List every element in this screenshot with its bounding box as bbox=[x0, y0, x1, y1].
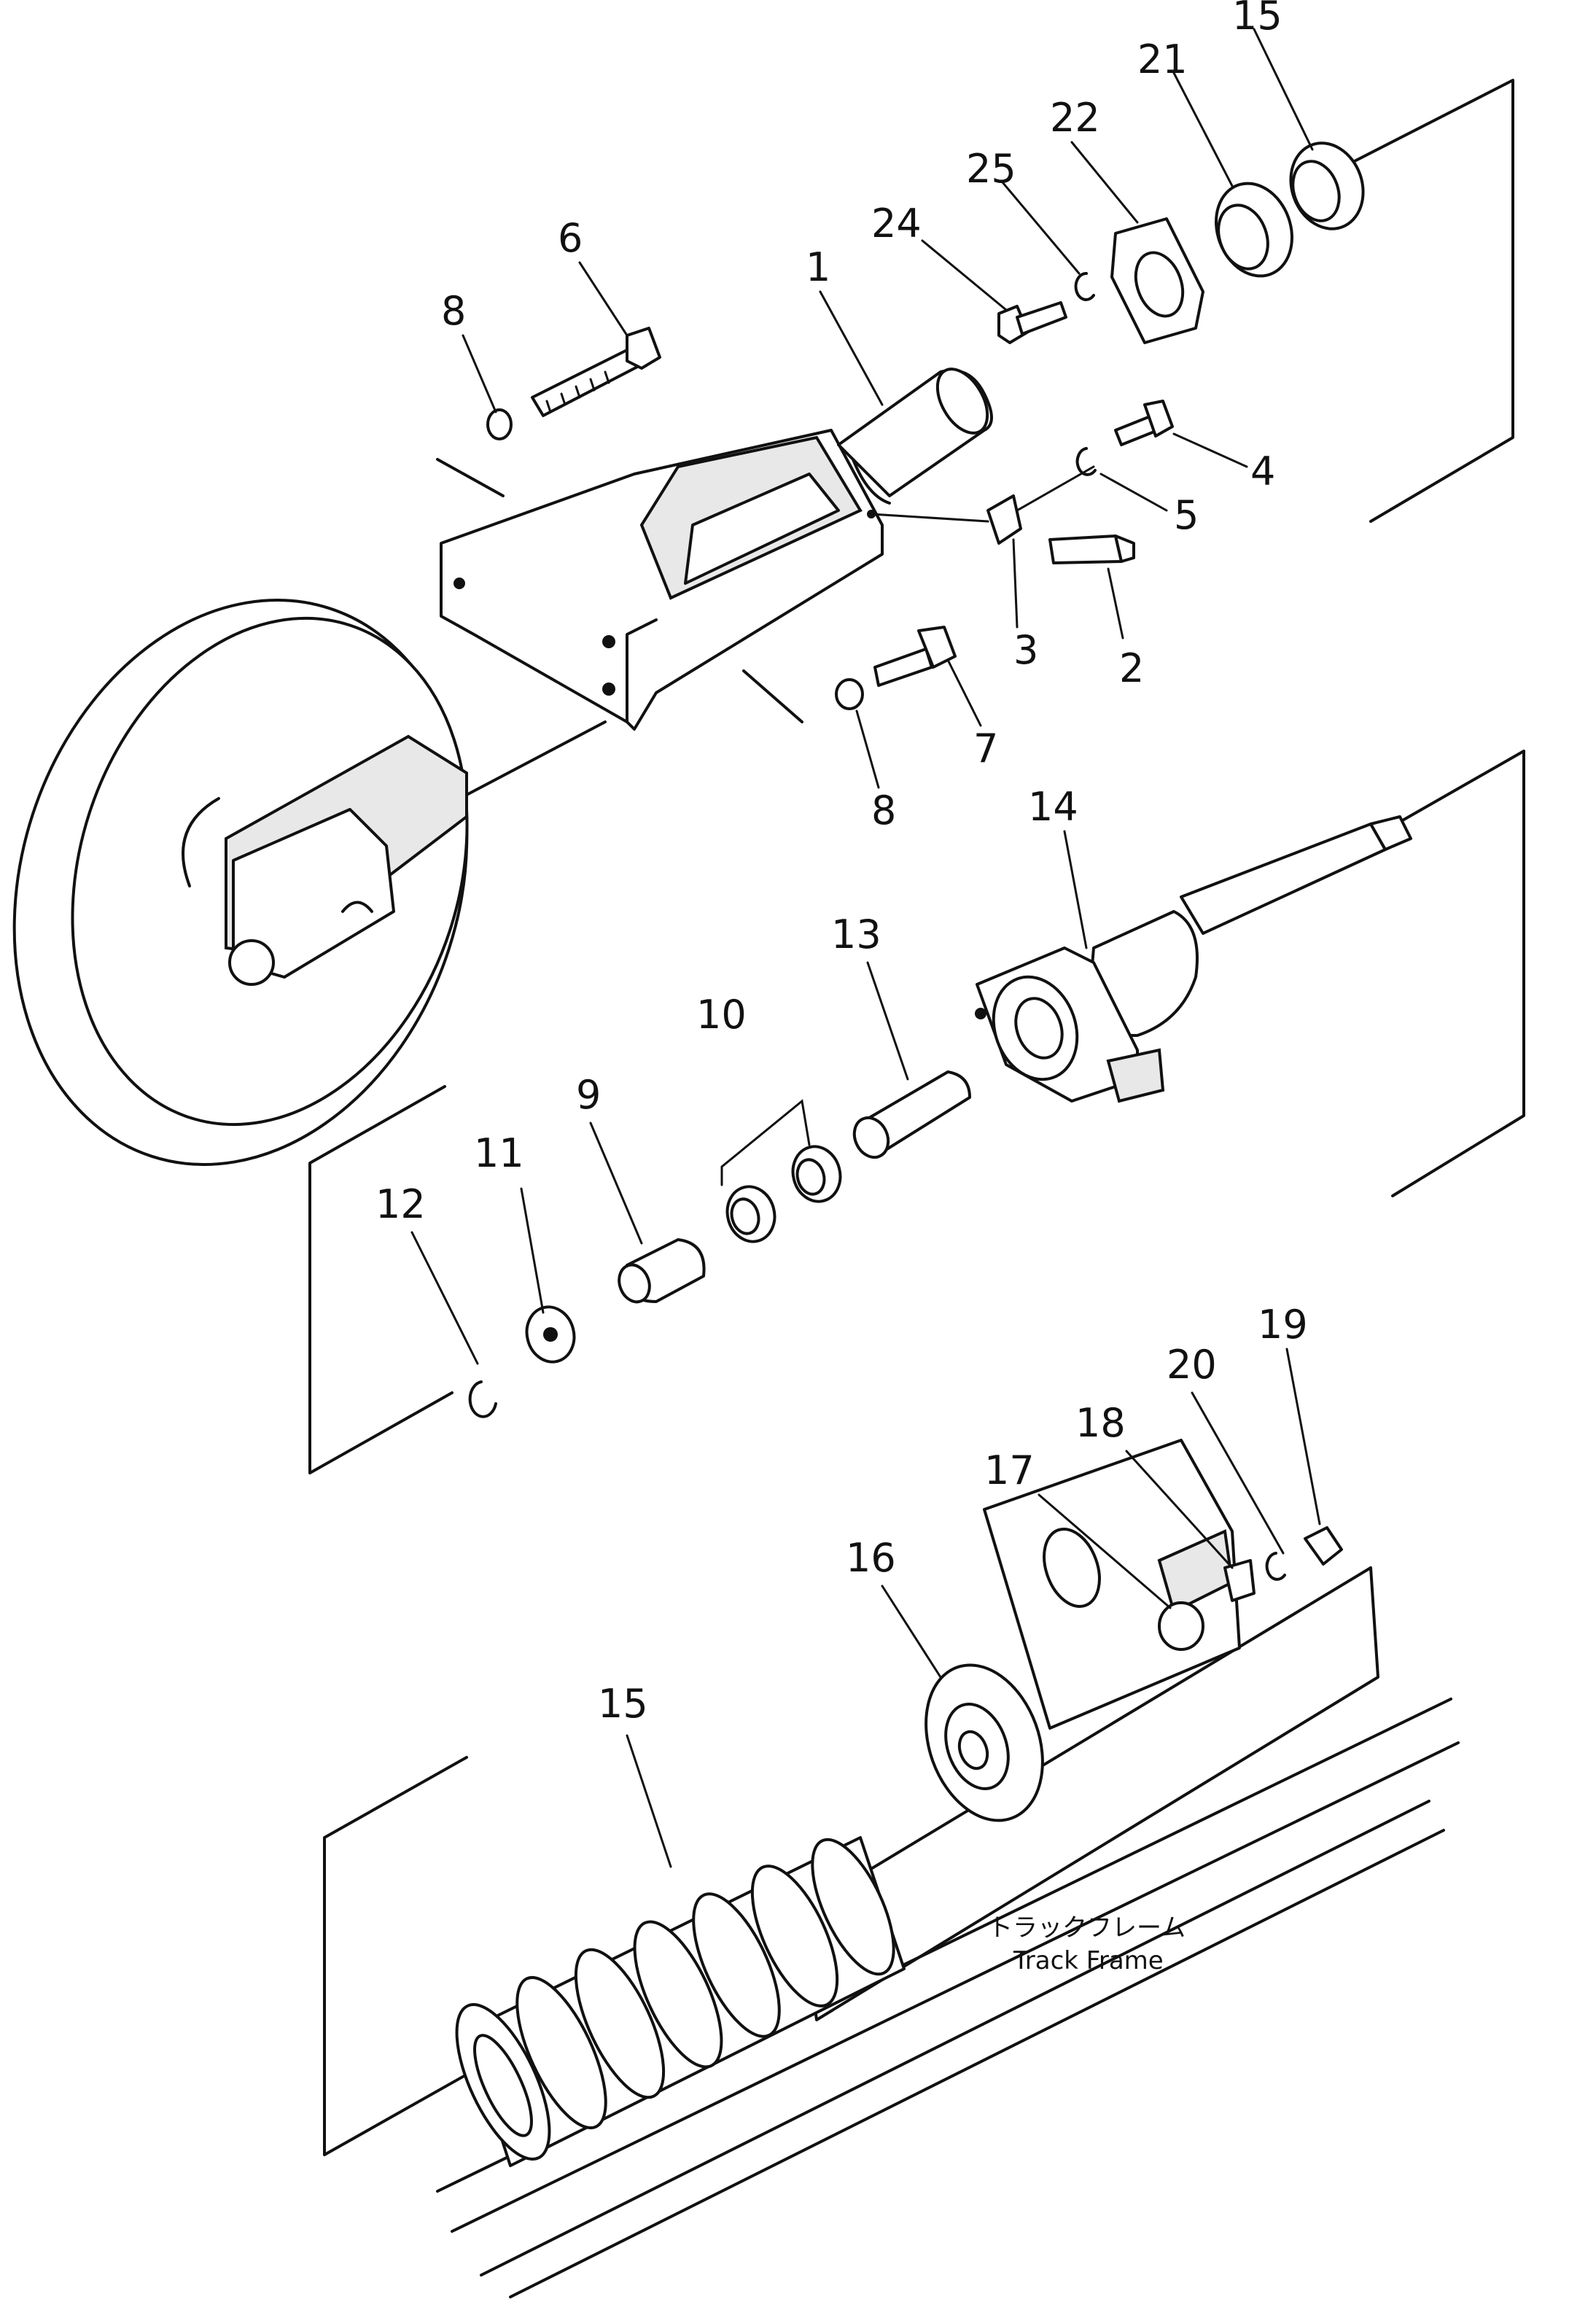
callout-16: 15 bbox=[598, 1681, 648, 1727]
recoil-cylinder bbox=[975, 815, 1412, 1103]
bushings-10 bbox=[720, 1099, 842, 1243]
callout-9: 9 bbox=[576, 1072, 601, 1118]
callout-19: 18 bbox=[1075, 1400, 1126, 1446]
track-frame-caption: トラックフレーム Track Frame bbox=[988, 1913, 1186, 1975]
callout-5: 5 bbox=[1174, 492, 1199, 538]
washer-5 bbox=[1075, 447, 1097, 476]
callout-13: 13 bbox=[831, 911, 881, 957]
plate-23 bbox=[1110, 217, 1204, 344]
idler-wheel bbox=[12, 599, 607, 1166]
pipe-13 bbox=[852, 1070, 971, 1159]
holder-17 bbox=[924, 1663, 1044, 1822]
callout-2: 2 bbox=[1119, 645, 1144, 691]
bracket-top bbox=[436, 79, 1514, 723]
piston-9 bbox=[618, 1238, 706, 1304]
track-frame bbox=[436, 1439, 1460, 2298]
callout-6: 6 bbox=[558, 215, 583, 261]
lock-washer-25 bbox=[1074, 271, 1095, 301]
grease-fitting-2 bbox=[1048, 534, 1135, 564]
bolt-7 bbox=[873, 626, 957, 687]
callout-25: 25 bbox=[966, 146, 1016, 192]
nut-11 bbox=[525, 1305, 576, 1364]
callout-4: 4 bbox=[1250, 448, 1275, 494]
callout-22: 21 bbox=[1137, 36, 1188, 82]
bolt-24 bbox=[997, 301, 1067, 344]
cylinder-18 bbox=[1158, 1601, 1204, 1651]
callout-numbers: 15 21 22 25 24 1 6 8 4 5 3 2 7 8 14 13 1… bbox=[375, 0, 1308, 1727]
callout-17: 16 bbox=[846, 1535, 896, 1581]
callout-8-top: 8 bbox=[441, 288, 466, 334]
bolt-4 bbox=[1114, 400, 1174, 446]
track-frame-label-en: Track Frame bbox=[1013, 1946, 1164, 1975]
callout-7: 7 bbox=[973, 726, 998, 771]
callout-10: 10 bbox=[696, 992, 747, 1038]
callout-15: 15 bbox=[1232, 0, 1282, 39]
callout-24: 24 bbox=[871, 201, 922, 246]
callout-11: 11 bbox=[474, 1130, 524, 1176]
snap-ring-12 bbox=[468, 1380, 497, 1418]
bearing-22 bbox=[1215, 182, 1293, 278]
bolt-6 bbox=[531, 327, 661, 417]
seal-15 bbox=[1289, 141, 1365, 230]
callout-21: 20 bbox=[1167, 1342, 1217, 1388]
yoke bbox=[440, 368, 993, 731]
bracket-middle bbox=[308, 750, 1525, 1474]
callout-23: 22 bbox=[1050, 95, 1100, 141]
callout-12: 12 bbox=[375, 1181, 426, 1227]
washer-8-bottom bbox=[835, 678, 864, 710]
spring-16 bbox=[455, 1836, 906, 2167]
bracket-bottom bbox=[323, 1756, 468, 2156]
clip-3 bbox=[986, 494, 1022, 545]
callout-1: 1 bbox=[806, 244, 830, 290]
callout-3: 3 bbox=[1013, 627, 1038, 673]
callout-8-bottom: 8 bbox=[871, 788, 896, 833]
washer-21 bbox=[1265, 1552, 1286, 1581]
leader-lines bbox=[410, 28, 1321, 1868]
callout-20: 19 bbox=[1258, 1302, 1308, 1348]
track-frame-label-jp: トラックフレーム bbox=[988, 1913, 1186, 1943]
callout-18: 17 bbox=[984, 1447, 1035, 1493]
bolt-20 bbox=[1304, 1526, 1343, 1566]
callout-14: 14 bbox=[1028, 784, 1078, 830]
washer-8-top bbox=[486, 408, 513, 440]
clip-19 bbox=[1223, 1559, 1256, 1602]
